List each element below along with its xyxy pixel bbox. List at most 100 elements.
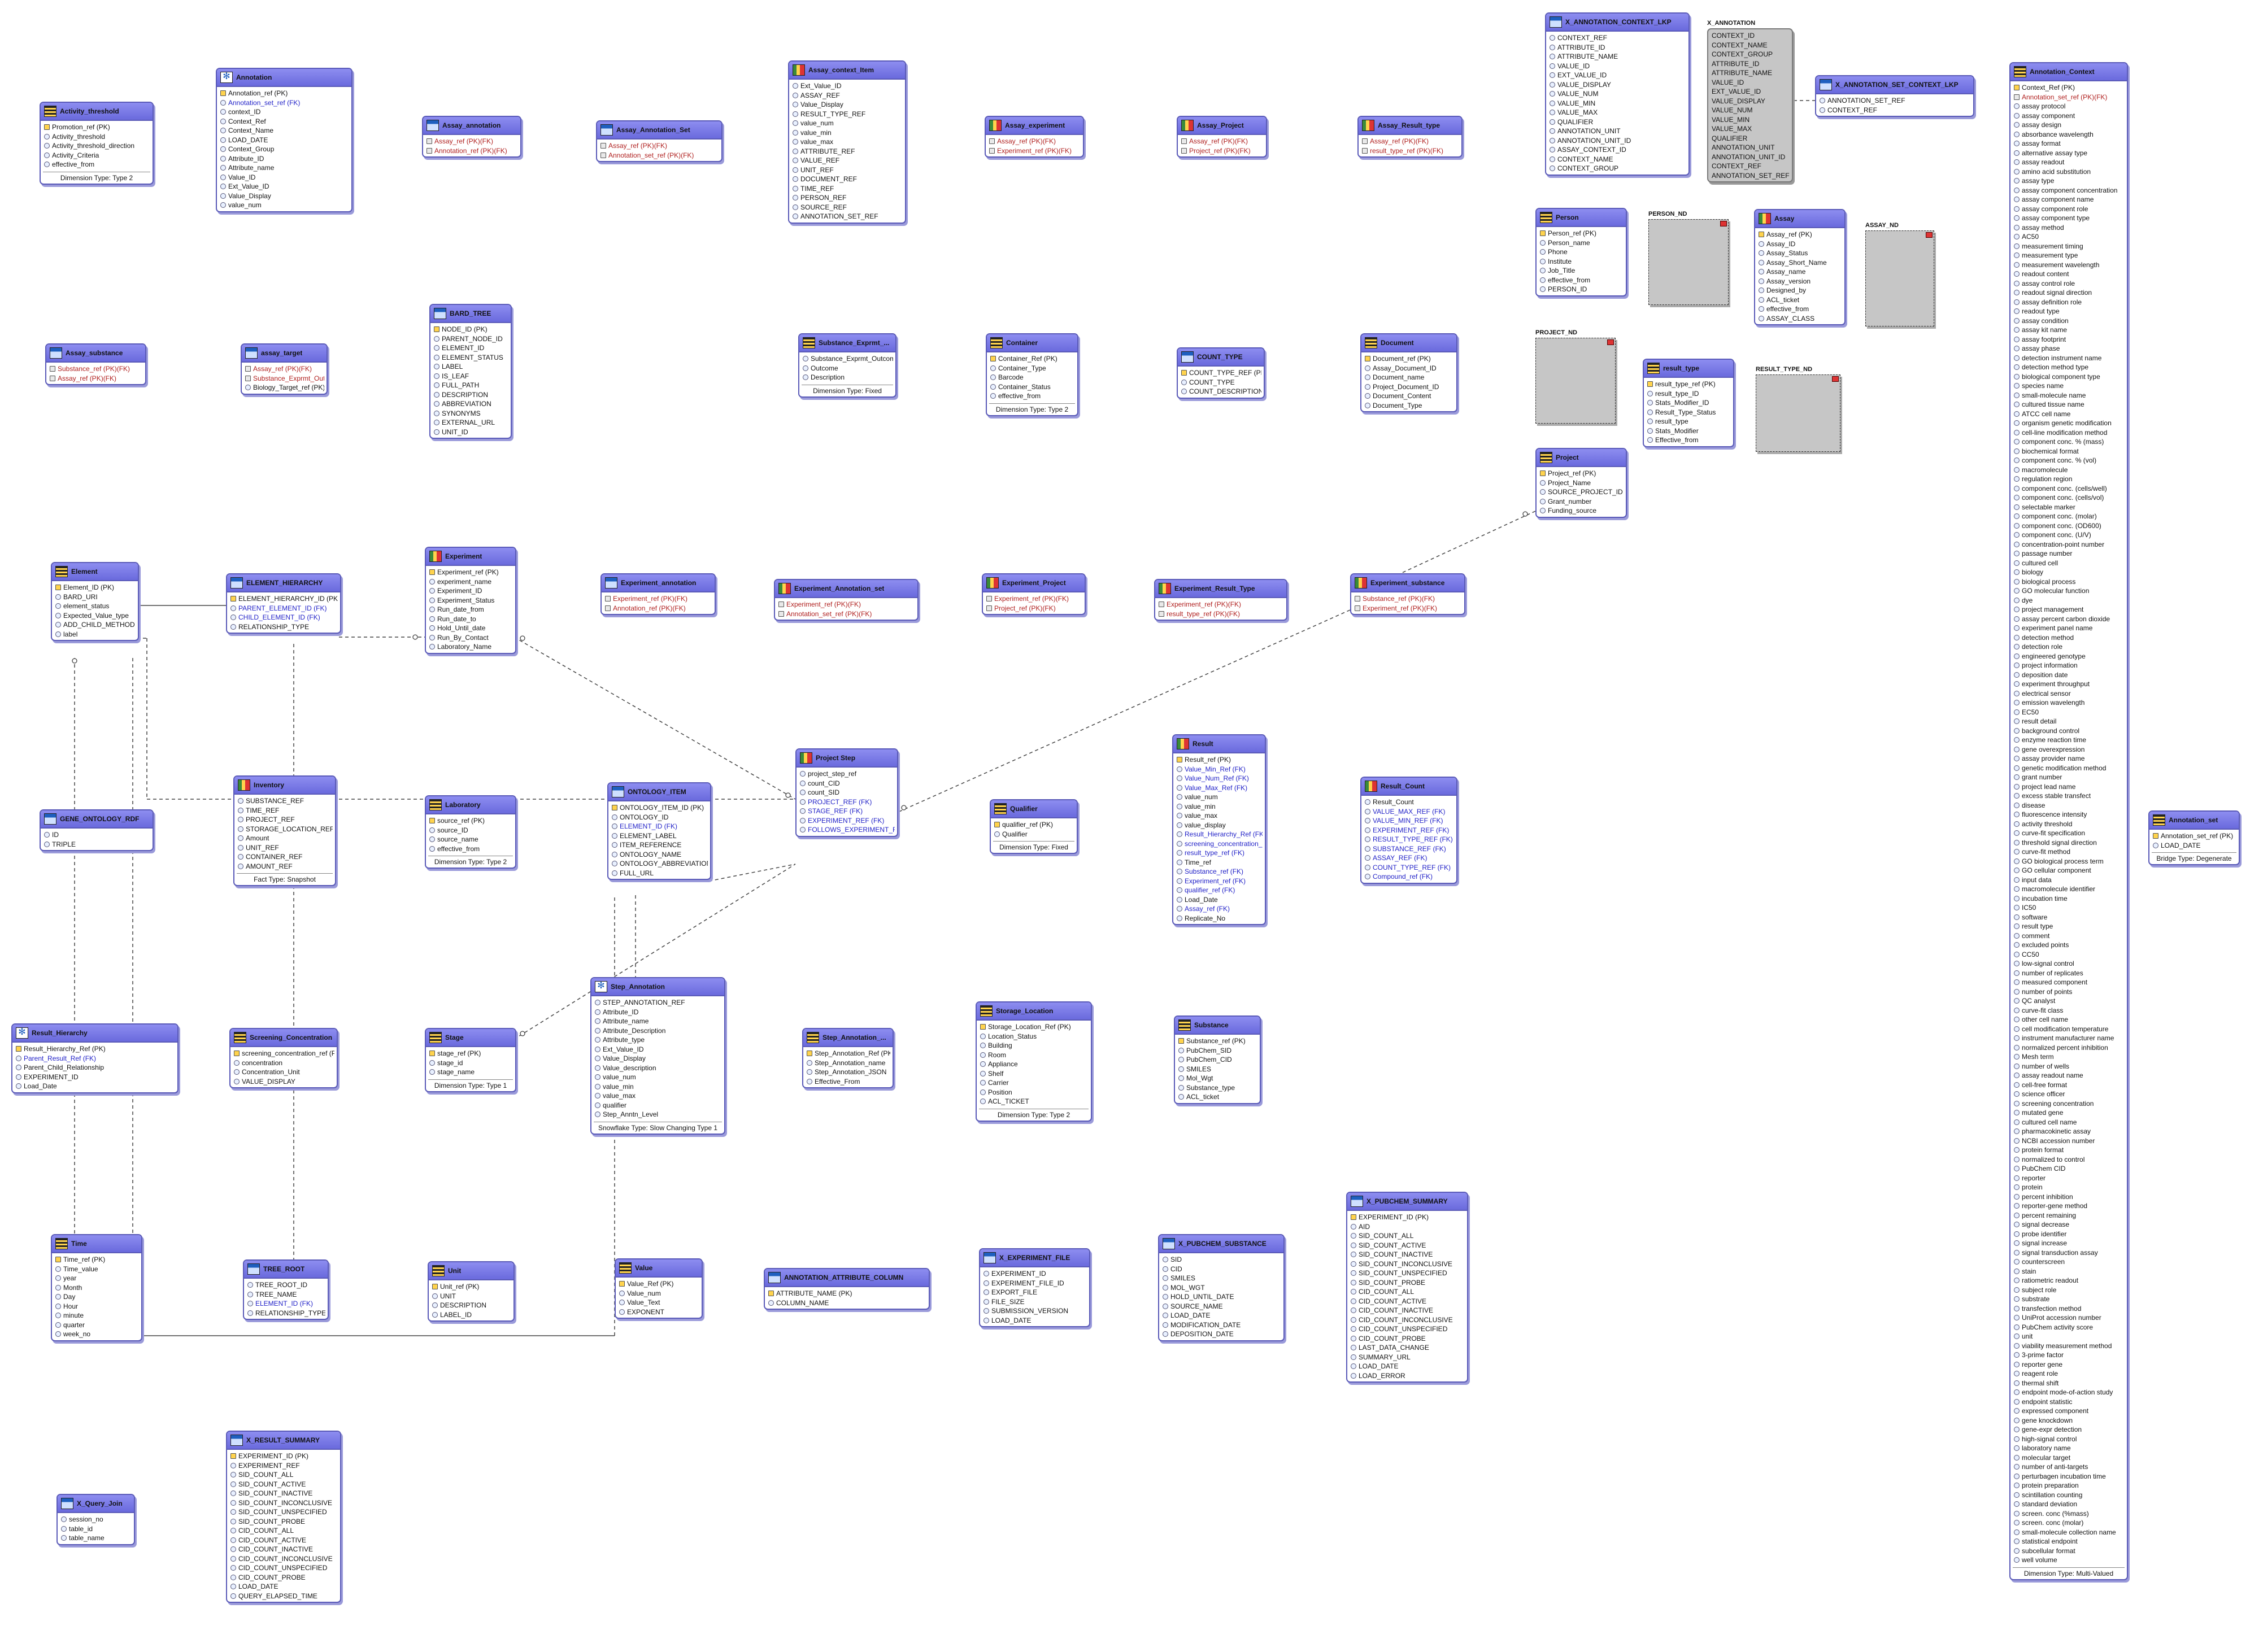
column[interactable]: Document_Type	[1365, 401, 1454, 411]
column[interactable]: number of anti-targets	[2014, 1462, 2125, 1472]
column[interactable]: protein preparation	[2014, 1481, 2125, 1490]
column[interactable]: Assay_Document_ID	[1365, 364, 1454, 373]
column[interactable]: assay footprint	[2014, 335, 2125, 345]
column[interactable]: CC50	[2014, 950, 2125, 960]
column[interactable]: concentration-point number	[2014, 540, 2125, 550]
column[interactable]: VALUE_MAX	[1712, 125, 1752, 133]
column[interactable]: count_SID	[800, 788, 895, 797]
column[interactable]: VALUE_NUM	[1550, 89, 1686, 99]
column[interactable]: value_num	[793, 119, 903, 128]
column[interactable]: ELEMENT_STATUS	[434, 353, 508, 363]
column[interactable]: alternative assay type	[2014, 149, 2125, 158]
foreign-key-column[interactable]: Result_Hierarchy_Ref (FK)	[1177, 830, 1263, 839]
column[interactable]: TREE_NAME	[247, 1290, 325, 1300]
column[interactable]: CONTEXT_GROUP	[1550, 164, 1686, 173]
column[interactable]: protein	[2014, 1183, 2125, 1192]
column[interactable]: component conc. (OD600)	[2014, 521, 2125, 531]
column[interactable]: VALUE_MIN	[1550, 99, 1686, 108]
column[interactable]: endpoint statistic	[2014, 1397, 2125, 1407]
entity-header[interactable]: X_EXPERIMENT_FILE	[980, 1249, 1089, 1267]
column[interactable]: measurement timing	[2014, 242, 2125, 251]
column[interactable]: Time_ref	[1177, 858, 1263, 868]
column[interactable]: software	[2014, 913, 2125, 922]
column[interactable]: LABEL	[434, 362, 508, 372]
column[interactable]: minute	[55, 1311, 139, 1320]
column[interactable]: signal increase	[2014, 1239, 2125, 1248]
primary-key-column[interactable]: Promotion_ref (PK)	[44, 123, 150, 132]
column[interactable]: assay provider name	[2014, 754, 2125, 764]
column[interactable]: source_ID	[429, 826, 513, 835]
column[interactable]: counterscreen	[2014, 1257, 2125, 1267]
column[interactable]: Attribute_name	[595, 1017, 722, 1026]
column[interactable]: CID_COUNT_ACTIVE	[230, 1536, 338, 1545]
foreign-key-column[interactable]: Compound_ref (FK)	[1365, 872, 1454, 882]
column[interactable]: Building	[980, 1041, 1089, 1051]
column[interactable]: Experiment_Status	[429, 596, 513, 605]
column[interactable]: Amount	[238, 834, 333, 843]
foreign-key-column[interactable]: Substance_ref (PK)(FK)	[1355, 594, 1462, 604]
foreign-key-column[interactable]: Assay_ref (PK)(FK)	[600, 141, 719, 151]
column[interactable]: ATTRIBUTE_NAME	[1712, 69, 1773, 77]
primary-key-column[interactable]: Context_Ref (PK)	[2014, 83, 2125, 93]
column[interactable]: UNIT_REF	[793, 165, 903, 175]
column[interactable]: Mesh term	[2014, 1052, 2125, 1062]
foreign-key-column[interactable]: Annotation_set_ref (PK)(FK)	[2014, 93, 2125, 102]
column[interactable]: value_display	[1177, 821, 1263, 830]
column[interactable]: scintillation counting	[2014, 1490, 2125, 1500]
foreign-key-column[interactable]: VALUE_MAX_REF (FK)	[1365, 807, 1454, 817]
column[interactable]: SUMMARY_URL	[1351, 1353, 1465, 1362]
column[interactable]: curve-fit specification	[2014, 829, 2125, 838]
entity-header[interactable]: Screening_Concentration	[230, 1029, 337, 1047]
column[interactable]: Biology_Target_ref (PK)	[245, 383, 324, 393]
column[interactable]: VALUE_MIN	[1712, 115, 1750, 124]
primary-key-column[interactable]: result_type_ref (PK)	[1647, 380, 1731, 389]
column[interactable]: UNIT_REF	[238, 843, 333, 853]
column[interactable]: Context_Group	[220, 145, 349, 154]
column[interactable]: Attribute_type	[595, 1035, 722, 1045]
column[interactable]: assay definition role	[2014, 298, 2125, 307]
column[interactable]: assay component	[2014, 111, 2125, 121]
foreign-key-column[interactable]: Substance_Exprmt_Outcome	[245, 374, 324, 383]
entity-header[interactable]: Value	[616, 1259, 702, 1278]
column[interactable]: value_num	[1177, 792, 1263, 802]
entity-header[interactable]: Assay_substance	[46, 345, 145, 363]
column[interactable]: PROJECT_REF	[238, 815, 333, 825]
primary-key-column[interactable]: Unit_ref (PK)	[432, 1282, 511, 1292]
column[interactable]: AMOUNT_REF	[238, 862, 333, 871]
column[interactable]: gene-expr detection	[2014, 1425, 2125, 1435]
column[interactable]: low-signal control	[2014, 959, 2125, 969]
entity-header[interactable]: Unit	[429, 1262, 513, 1280]
entity-header[interactable]: ONTOLOGY_ITEM	[608, 783, 710, 801]
column[interactable]: probe identifier	[2014, 1230, 2125, 1239]
column[interactable]: Attribute_ID	[220, 154, 349, 164]
column[interactable]: RELATIONSHIP_TYPE	[247, 1309, 325, 1318]
column[interactable]: Step_Annotation_JSON	[807, 1067, 890, 1077]
column[interactable]: enzyme reaction time	[2014, 735, 2125, 745]
primary-key-column[interactable]: Step_Annotation_Ref (PK)	[807, 1049, 890, 1058]
primary-key-column[interactable]: Container_Ref (PK)	[990, 354, 1075, 364]
column[interactable]: Month	[55, 1283, 139, 1293]
entity-header[interactable]: Assay_Annotation_Set	[597, 121, 721, 140]
entity-header[interactable]: Annotation_Context	[2010, 63, 2127, 81]
foreign-key-column[interactable]: Annotation_set_ref (PK)(FK)	[600, 151, 719, 160]
column[interactable]: Experiment_ID	[429, 586, 513, 596]
entity-header[interactable]: X_ANNOTATION_SET_CONTEXT_LKP	[1816, 76, 1973, 94]
column[interactable]: VALUE_ID	[1550, 62, 1686, 71]
column[interactable]: SOURCE_NAME	[1163, 1302, 1281, 1311]
column[interactable]: Project_Name	[1540, 478, 1624, 488]
column[interactable]: well volume	[2014, 1555, 2125, 1565]
column[interactable]: SID_COUNT_INCONCLUSIVE	[230, 1498, 338, 1508]
column[interactable]: normalized to control	[2014, 1155, 2125, 1165]
column[interactable]: transfection method	[2014, 1304, 2125, 1314]
column[interactable]: Effective_from	[1647, 435, 1731, 445]
column[interactable]: Barcode	[990, 373, 1075, 382]
column[interactable]: SID_COUNT_ACTIVE	[230, 1480, 338, 1489]
primary-key-column[interactable]: Assay_ref (PK)	[1759, 230, 1842, 239]
column[interactable]: Stats_Modifier	[1647, 426, 1731, 436]
